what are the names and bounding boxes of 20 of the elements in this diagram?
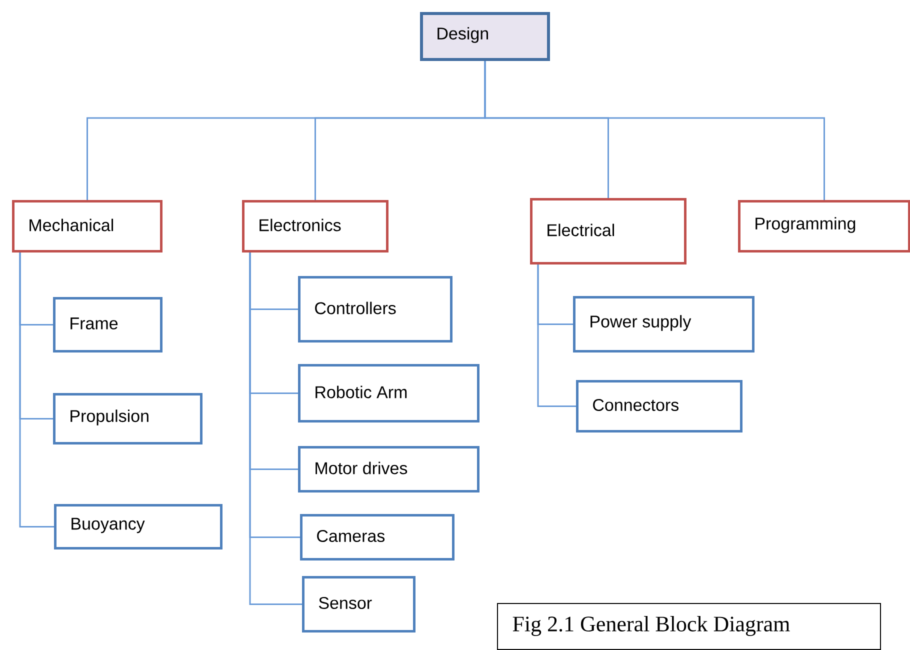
- connector-line: [484, 61, 825, 200]
- caption-box: Fig 2.1 General Block Diagram: [497, 603, 881, 650]
- component-box: Motor drives: [298, 446, 480, 492]
- category-box: Programming: [738, 200, 910, 252]
- category-box: Electrical: [530, 198, 686, 264]
- connector-line: [19, 252, 54, 528]
- connector-line: [249, 252, 302, 605]
- category-box: Electronics: [242, 200, 388, 252]
- connector-line: [537, 264, 576, 407]
- component-box: Controllers: [298, 276, 452, 342]
- category-box: Mechanical: [12, 200, 162, 252]
- component-box: Propulsion: [53, 393, 202, 444]
- component-box: Connectors: [576, 380, 742, 432]
- component-box: Cameras: [300, 514, 454, 560]
- top-box: Design: [420, 12, 550, 61]
- component-box: Sensor: [302, 576, 416, 632]
- component-box: Power supply: [573, 296, 754, 352]
- component-box: Buoyancy: [54, 504, 222, 550]
- component-box: Robotic Arm: [298, 364, 480, 422]
- component-box: Frame: [53, 297, 162, 352]
